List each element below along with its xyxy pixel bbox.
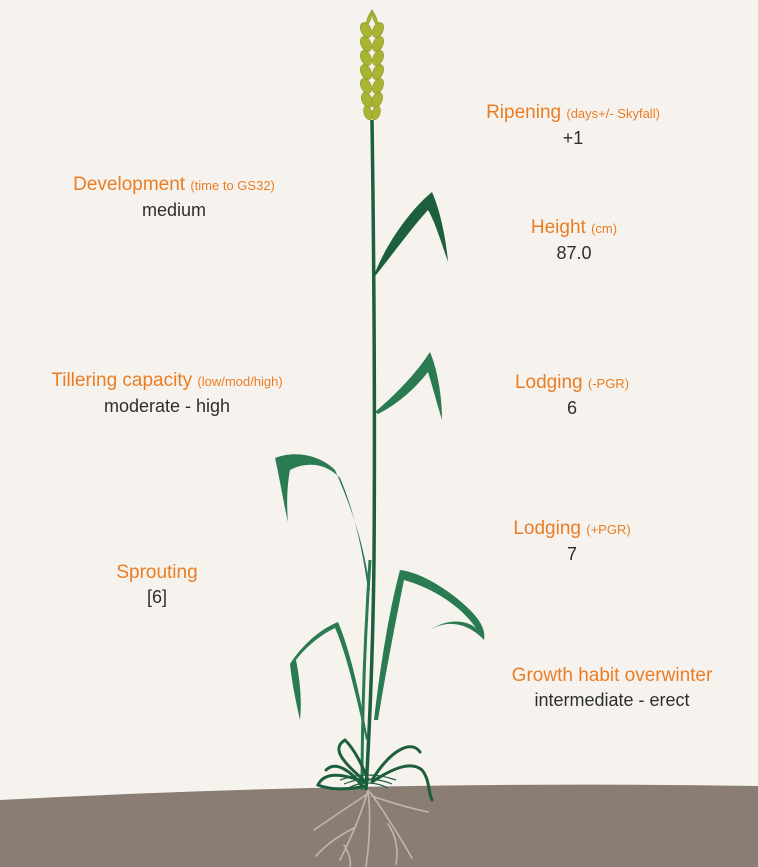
trait-development-value: medium <box>141 200 207 220</box>
trait-growth-habit-value: intermediate - erect <box>534 690 690 710</box>
trait-height-name: Height <box>530 217 586 238</box>
trait-development-label: Development (time to GS32) <box>73 173 275 198</box>
soil-ground <box>0 784 758 867</box>
trait-ripening-name: Ripening <box>486 102 562 123</box>
trait-sprouting: Sprouting [6] <box>116 561 197 609</box>
trait-sprouting-label: Sprouting <box>116 561 197 585</box>
trait-development-unit: (time to GS32) <box>190 178 275 193</box>
trait-lodging-minus-label: Lodging (-PGR) <box>515 371 629 396</box>
left-leaf <box>275 454 370 590</box>
left-lower-leaf <box>290 622 368 740</box>
trait-tillering-value: moderate - high <box>103 396 231 416</box>
trait-lodging-plus-unit: (+PGR) <box>586 522 631 537</box>
trait-ripening-value: +1 <box>562 128 584 148</box>
trait-ripening: Ripening (days+/- Skyfall) +1 <box>486 101 660 150</box>
trait-height-label: Height (cm) <box>531 216 617 241</box>
trait-development-name: Development <box>73 174 186 195</box>
trait-lodging-minus-pgr: Lodging (-PGR) 6 <box>515 371 629 420</box>
upper-leaf <box>375 352 442 420</box>
trait-sprouting-value: [6] <box>146 587 167 607</box>
roots <box>313 789 429 867</box>
trait-growth-habit: Growth habit overwinter intermediate - e… <box>512 664 713 712</box>
trait-height-unit: (cm) <box>591 221 618 236</box>
trait-lodging-plus-value: 7 <box>566 544 578 564</box>
trait-ripening-label: Ripening (days+/- Skyfall) <box>486 101 660 126</box>
trait-sprouting-name: Sprouting <box>116 562 198 583</box>
wheat-ear <box>360 9 384 121</box>
trait-lodging-plus-label: Lodging (+PGR) <box>513 517 630 542</box>
base-root-coil <box>339 774 397 789</box>
trait-lodging-plus-pgr: Lodging (+PGR) 7 <box>513 517 630 566</box>
trait-lodging-minus-value: 6 <box>566 398 578 418</box>
trait-height: Height (cm) 87.0 <box>531 216 617 265</box>
trait-development: Development (time to GS32) medium <box>73 173 275 222</box>
trait-ripening-unit: (days+/- Skyfall) <box>566 106 660 121</box>
trait-growth-habit-label: Growth habit overwinter <box>512 664 713 688</box>
main-stem <box>364 119 377 791</box>
trait-lodging-minus-unit: (-PGR) <box>587 376 630 391</box>
trait-tillering: Tillering capacity (low/mod/high) modera… <box>51 369 282 418</box>
trait-tillering-unit: (low/mod/high) <box>197 374 283 389</box>
right-lower-leaf <box>374 570 485 720</box>
flag-leaf <box>373 192 448 278</box>
trait-height-value: 87.0 <box>556 243 592 263</box>
trait-lodging-plus-name: Lodging <box>513 518 581 539</box>
trait-growth-habit-name: Growth habit overwinter <box>511 665 713 686</box>
trait-tillering-name: Tillering capacity <box>51 370 193 391</box>
trait-lodging-minus-name: Lodging <box>514 372 583 393</box>
trait-tillering-label: Tillering capacity (low/mod/high) <box>51 369 282 394</box>
